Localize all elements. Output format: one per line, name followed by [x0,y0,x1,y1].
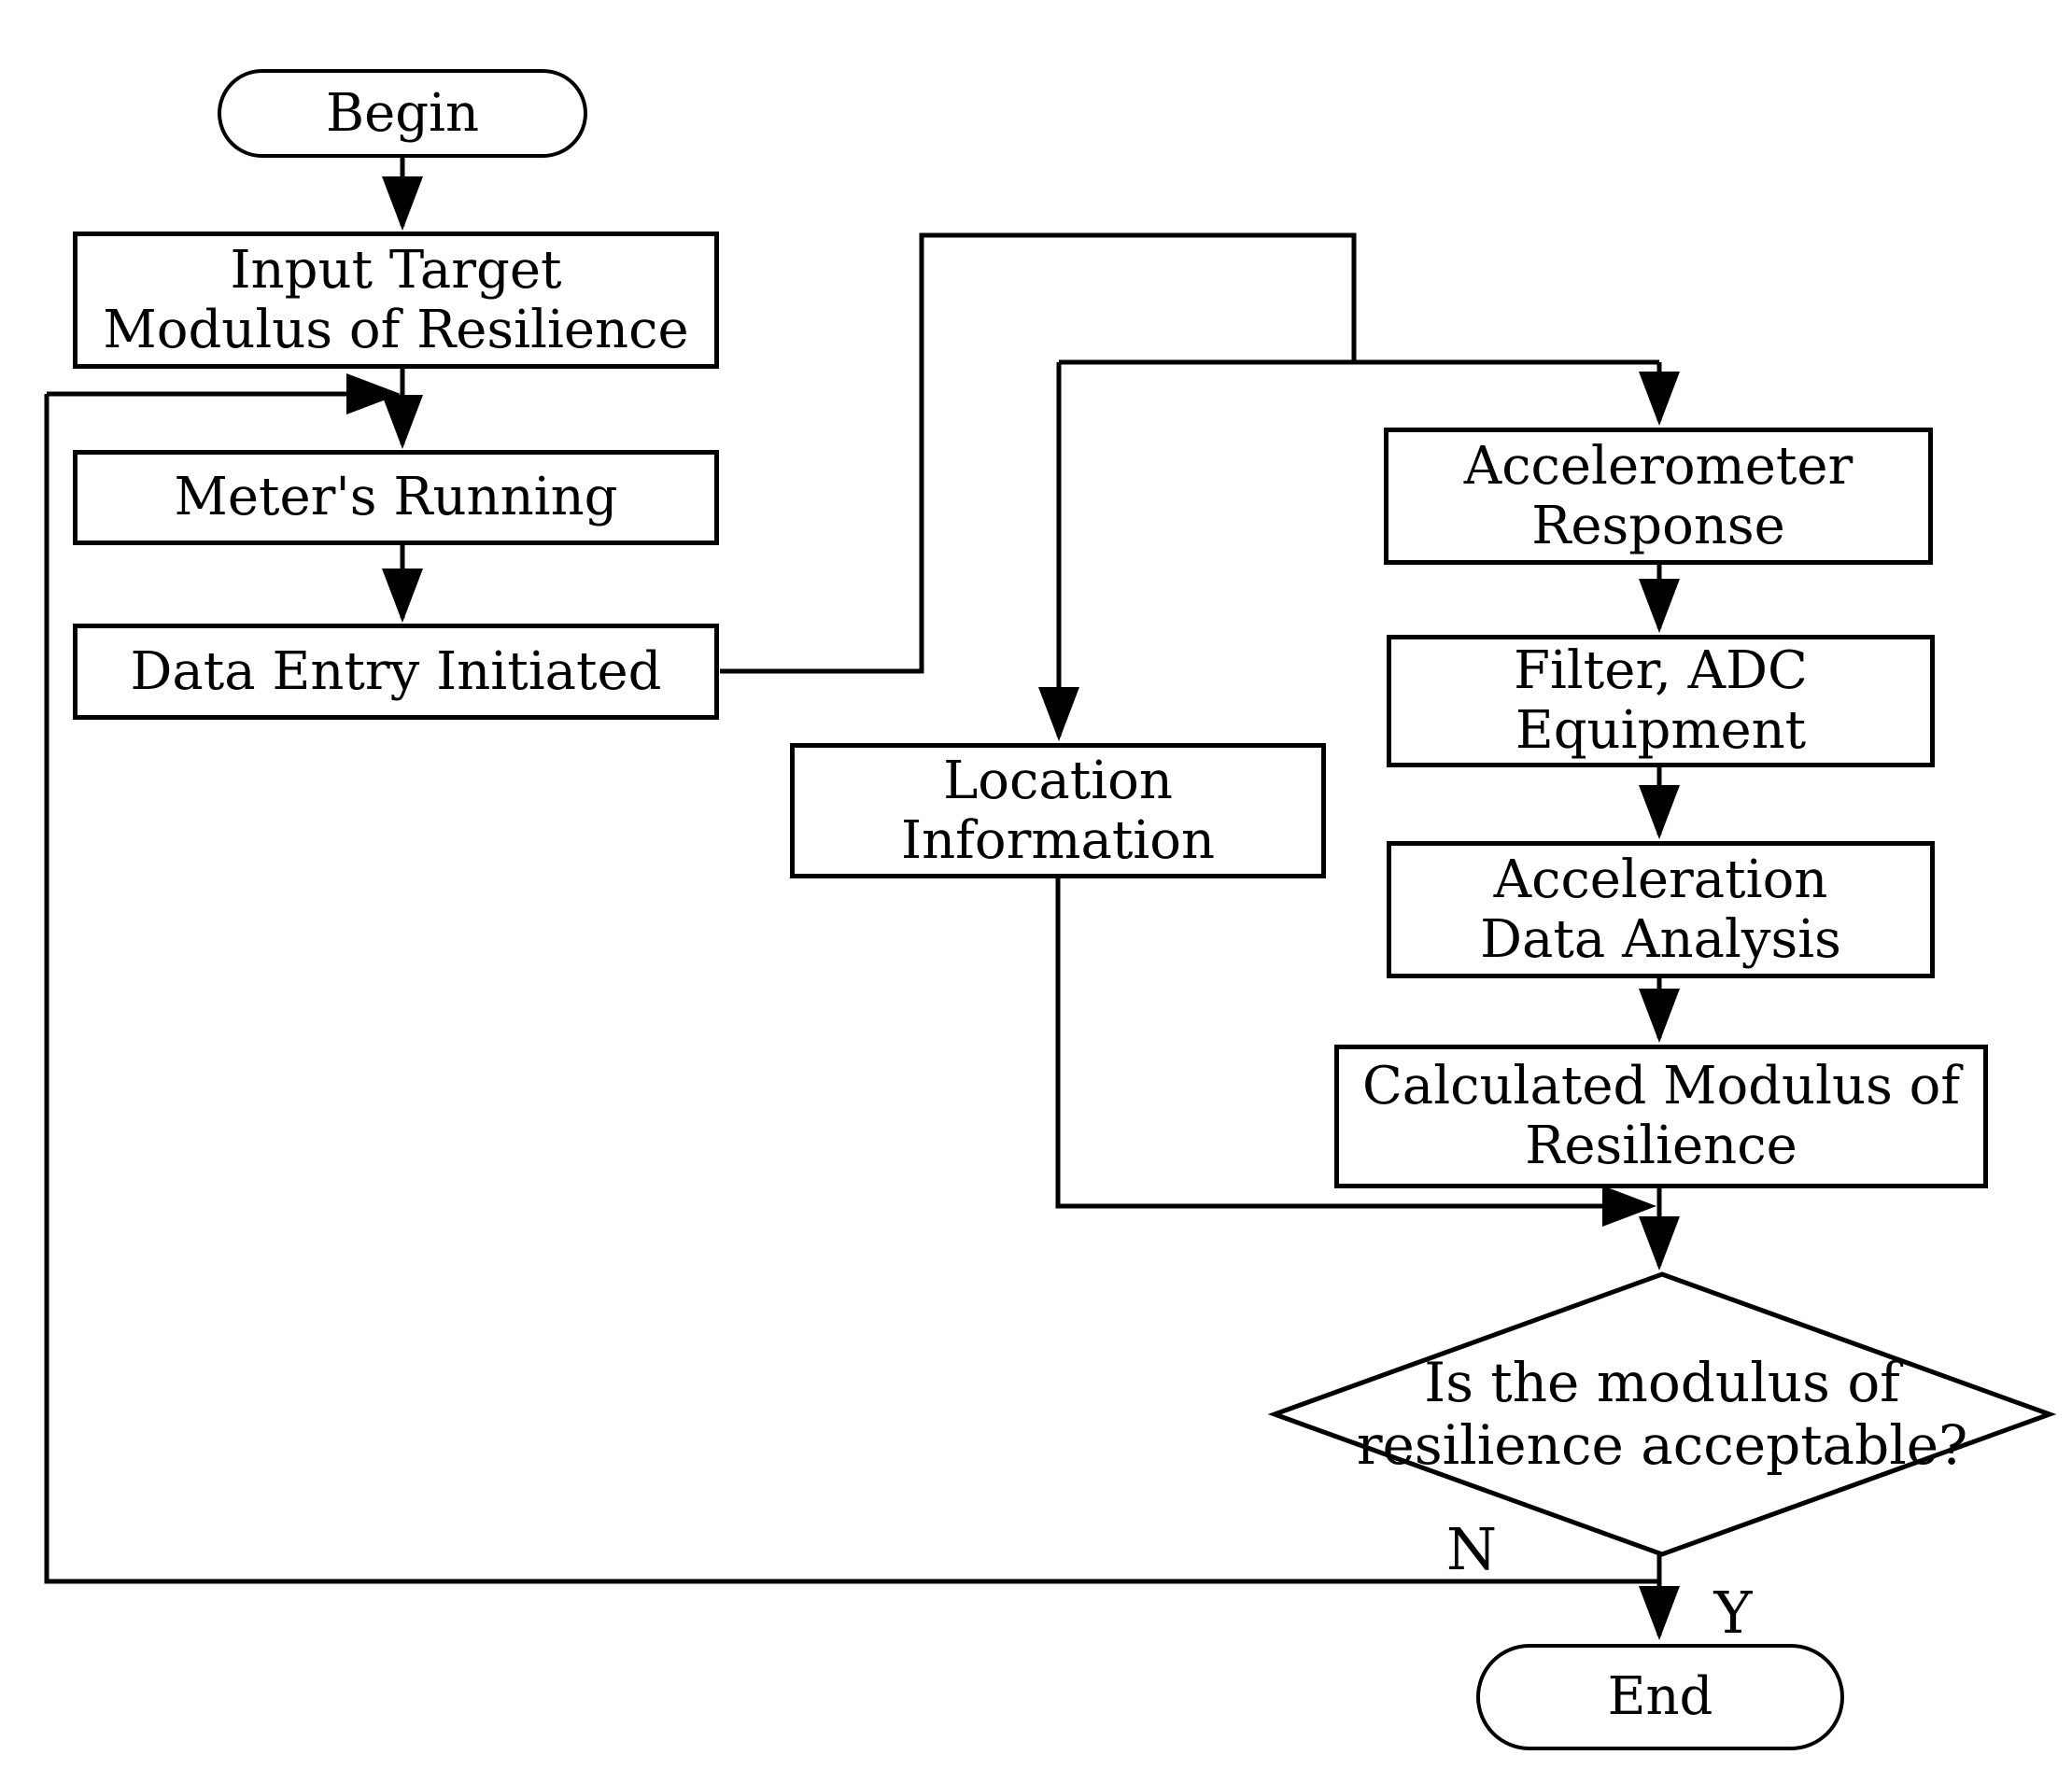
node-meters-running-label: Meter's Running [174,467,618,527]
node-accel-analysis-line2: Data Analysis [1480,908,1841,970]
arrowhead-decision-to-end [1639,1586,1680,1640]
arrowhead-branch-to-location [1038,687,1079,741]
node-accelerometer-line2: Response [1531,495,1785,556]
branch-label-yes: Y [1713,1579,1753,1647]
node-filter-adc-line1: Filter, ADC [1514,640,1808,701]
node-location-info-line2: Information [900,809,1216,871]
node-calc-modulus-line1: Calculated Modulus of [1361,1056,1961,1116]
node-data-entry-label: Data Entry Initiated [130,640,662,702]
decision-diamond-shape [1267,1271,2057,1557]
node-decision-label: Is the modulus of resilience acceptable? [1284,1346,2040,1482]
node-decision-line1: Is the modulus of [1424,1351,1900,1414]
arrowhead-begin-to-input [382,176,423,231]
node-end: End [1476,1644,1844,1750]
edge-no-feedback-loop [44,394,1659,1584]
arrowhead-filter-to-analysis [1639,785,1680,839]
node-meters-running: Meter's Running [73,450,719,545]
node-end-label: End [1607,1666,1713,1727]
arrowhead-accelerometer-to-filter [1639,579,1680,633]
node-calc-modulus: Calculated Modulus of Resilience [1334,1045,1988,1188]
node-accelerometer-line1: Accelerometer [1463,435,1854,497]
arrowhead-calc-to-decision [1639,1216,1680,1271]
arrowhead-input-to-meters [382,395,423,449]
arrowhead-location-to-merge [1602,1186,1656,1227]
edge-dataentry-riser [720,232,1357,674]
node-input-target: Input Target Modulus of Resilience [73,232,719,369]
node-filter-adc-line2: Equipment [1515,700,1807,761]
node-accel-analysis-line1: Acceleration [1493,849,1828,910]
node-location-info-line1: Location [943,750,1173,811]
node-begin-label: Begin [325,82,480,144]
branch-label-no: N [1445,1515,1498,1583]
arrowhead-meters-to-dataentry [382,569,423,623]
node-decision-line2: resilience acceptable? [1356,1413,1968,1477]
node-begin: Begin [218,69,587,158]
edge-location-to-merge [1055,878,1646,1209]
node-filter-adc: Filter, ADC Equipment [1387,635,1935,767]
node-data-entry: Data Entry Initiated [73,624,719,720]
arrowhead-branch-to-accelerometer [1639,372,1680,426]
node-calc-modulus-line2: Resilience [1525,1116,1797,1176]
node-input-target-line1: Input Target [230,239,562,301]
arrowhead-analysis-to-calc [1639,989,1680,1043]
node-input-target-line2: Modulus of Resilience [103,299,689,360]
node-accelerometer: Accelerometer Response [1384,428,1933,565]
arrowhead-feedback-entry [346,373,401,414]
node-location-info: Location Information [790,743,1326,878]
node-accel-analysis: Acceleration Data Analysis [1387,841,1935,978]
